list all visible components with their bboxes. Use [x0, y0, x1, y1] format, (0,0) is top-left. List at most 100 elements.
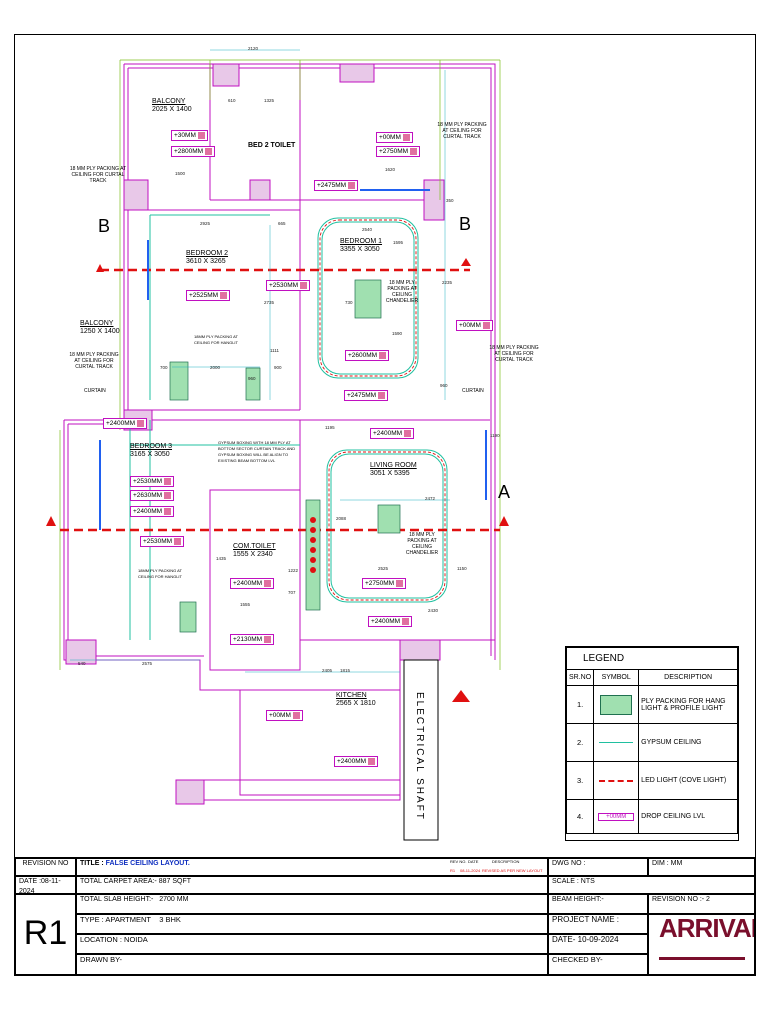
level-tag: +00MM	[266, 710, 303, 721]
level-tag: +2400MM	[130, 506, 175, 517]
level-tag: +2400MM	[370, 428, 415, 439]
level-tag: +2475MM	[314, 180, 359, 191]
level-tag: +2630MM	[130, 490, 175, 501]
dimension-text: 2088	[336, 516, 347, 521]
legend-title: LEGEND	[566, 647, 738, 670]
level-tag: +2400MM	[334, 756, 379, 767]
dimension-text: 1815	[340, 668, 351, 673]
dimension-text: 2120	[248, 46, 259, 51]
dimension-text: 665	[278, 221, 286, 226]
level-tag: +2400MM	[230, 578, 275, 589]
note-curtain: CURTAIN	[462, 388, 484, 394]
dimension-text: 730	[345, 300, 353, 305]
legend-row-desc: DROP CEILING LVL	[638, 799, 738, 834]
legend-symbol-gypsum	[593, 723, 640, 762]
level-tag: +2400MM	[103, 418, 148, 429]
dimension-text: 707	[288, 590, 296, 595]
legend-header-description: DESCRIPTION	[638, 669, 738, 686]
dimension-text: 1595	[393, 240, 404, 245]
section-lines	[60, 268, 500, 532]
title-block: REVISION NO DATE :08-11-2024 R1 TITLE : …	[14, 857, 756, 976]
level-tag: +2130MM	[230, 634, 275, 645]
dimension-text: 700	[160, 365, 168, 370]
checked-by: CHECKED BY-	[548, 954, 648, 975]
dimension-text: 1435	[216, 556, 227, 561]
legend-symbol-ply	[593, 685, 640, 724]
level-tag: +2800MM	[171, 146, 216, 157]
note-curtain-track: 18 MM PLY PACKING AT CEILING FOR CURTAL …	[437, 122, 487, 140]
revision-no: REVISION NO :- 2	[648, 894, 755, 914]
beam-height: BEAM HEIGHT:-	[548, 894, 648, 914]
ply-packing	[169, 279, 401, 633]
level-tag: +30MM	[171, 130, 208, 141]
revision-code: R1	[15, 894, 76, 975]
dimension-text: 1190	[490, 433, 500, 438]
legend: LEGEND SR.NO SYMBOL DESCRIPTION 1. PLY P…	[565, 646, 739, 841]
dimension-text: 1150	[457, 566, 467, 571]
logo-underline	[659, 957, 745, 960]
note-hanglit: 18MM PLY PACKING AT CEILING FOR HANGLIT	[137, 568, 182, 579]
dimension-text: 960	[248, 376, 256, 381]
level-tag: +2525MM	[186, 290, 231, 301]
room-electrical-shaft: ELECTRICAL SHAFT	[414, 692, 425, 821]
dimension-text: 900	[274, 365, 282, 370]
dimension-text: 1222	[288, 568, 299, 573]
scale: SCALE : NTS	[548, 876, 755, 894]
dimension-text: 610	[228, 98, 236, 103]
section-mark-a: A	[498, 482, 511, 502]
level-tag: +2750MM	[376, 146, 421, 157]
led-cove	[319, 219, 446, 601]
dimension-text: 2540	[362, 227, 373, 232]
logo-box: ARRIVAE	[648, 914, 755, 975]
revision-no-label: REVISION NO	[15, 858, 76, 876]
legend-symbol-drop: +00MM	[593, 799, 640, 834]
shaft-outline	[403, 659, 439, 841]
level-tag: +2475MM	[344, 390, 389, 401]
legend-row-desc: PLY PACKING FOR HANG LIGHT & PROFILE LIG…	[638, 685, 738, 724]
dimension-text: 2235	[442, 280, 453, 285]
project-date: DATE- 10-09-2024	[548, 934, 648, 954]
dimension-text: 540	[78, 661, 86, 666]
legend-row-desc: GYPSUM CEILING	[638, 723, 738, 762]
dimension-text: 350	[446, 198, 454, 203]
arrivae-logo: ARRIVAE	[659, 914, 754, 943]
note-chandelier: 18 MM PLY PACKING AT CEILING CHANDELIER	[405, 532, 439, 556]
level-tag: +2530MM	[140, 536, 185, 547]
dwg-no: DWG NO :	[548, 858, 648, 876]
legend-header-srno: SR.NO	[565, 669, 595, 686]
dimension-text: 2000	[210, 365, 221, 370]
dimension-text: 2525	[378, 566, 389, 571]
dimension-text: 2735	[264, 300, 275, 305]
dimension-text: 1195	[325, 425, 335, 430]
floor-plan	[46, 49, 509, 841]
legend-row-desc: LED LIGHT (COVE LIGHT)	[638, 761, 738, 800]
legend-row-no: 3.	[565, 761, 595, 800]
level-tag: +2530MM	[266, 280, 311, 291]
level-tag: +2530MM	[130, 476, 175, 487]
dimension-text: 2925	[200, 221, 211, 226]
drawn-by: DRAWN BY-	[76, 954, 548, 975]
level-tag: +2400MM	[368, 616, 413, 627]
project-name: PROJECT NAME :	[548, 914, 648, 934]
legend-row-no: 2.	[565, 723, 595, 762]
legend-symbol-led	[593, 761, 640, 800]
section-mark-b-right: B	[459, 214, 472, 234]
level-tag: +00MM	[376, 132, 413, 143]
dim-units: DIM : MM	[648, 858, 755, 876]
dimension-text: 1555	[240, 602, 251, 607]
grid-lines	[59, 59, 501, 670]
dimension-text: 1325	[264, 98, 275, 103]
note-curtain: CURTAIN	[84, 388, 106, 394]
revision-table: REV NO. DATE DESCRIPTION R1 08-11-2024 R…	[450, 859, 543, 873]
title-row: TITLE : FALSE CEILING LAYOUT.	[76, 858, 548, 876]
windows	[99, 189, 487, 530]
dimension-text: 2405	[322, 668, 333, 673]
carpet-area: TOTAL CARPET AREA:- 887 SQFT	[76, 876, 548, 894]
dimension-text: 1620	[385, 167, 396, 172]
